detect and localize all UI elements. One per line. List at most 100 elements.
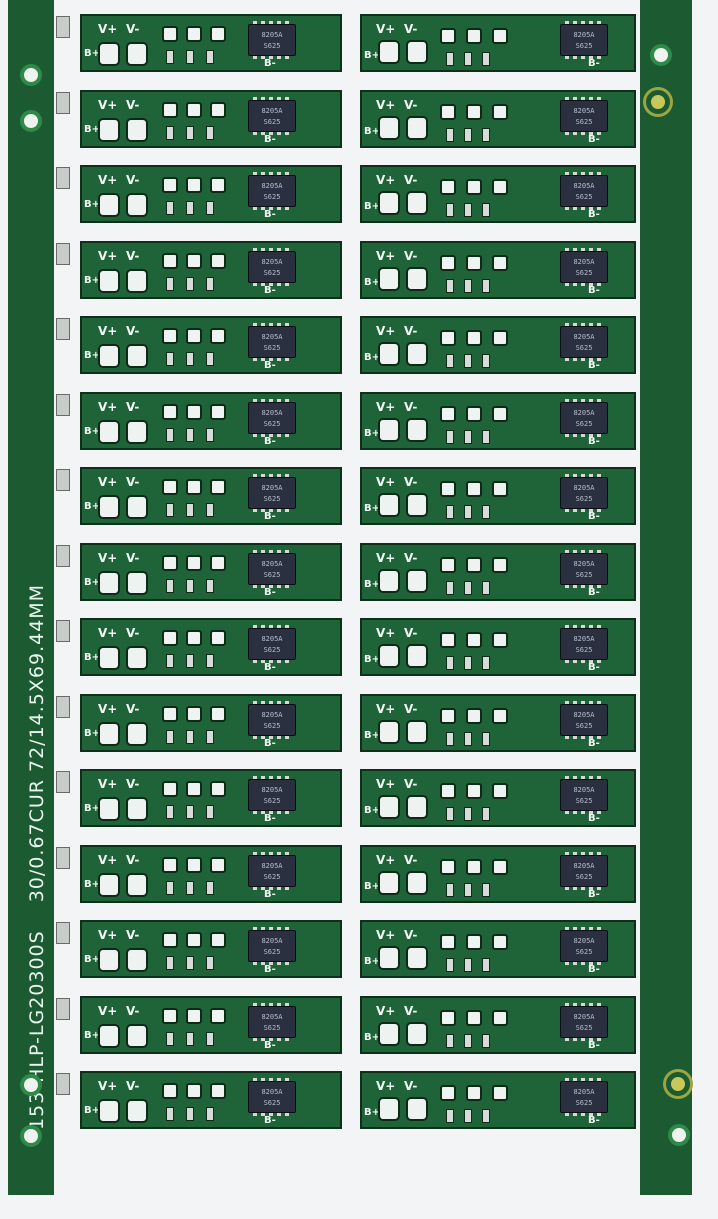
smd-pad [466,783,482,799]
vplus-pad [98,419,120,444]
smd-pad [186,252,202,269]
chip-marking-line1: 8205A [573,786,595,794]
vplus-pad [378,946,400,970]
smd-pad [440,934,456,950]
smd-capacitor [206,276,214,291]
smd-resistor [186,805,194,819]
smd-pad [186,856,202,873]
vplus-pad [98,948,120,972]
vminus-label: V- [126,701,140,716]
mosfet-chip: 8205A S625 [248,625,296,663]
breakaway-tab [56,167,70,189]
mosfet-chip: 8205A S625 [560,172,608,210]
protection-board-left: V+ V- B+ 8205A S625 B- [80,165,342,223]
chip-marking-line2: S625 [263,721,281,730]
right-panel-rail [640,0,692,1195]
smd-pad [440,707,456,724]
chip-marking-line2: S625 [263,268,281,277]
bminus-label: B- [588,58,600,69]
chip-marking-line2: S625 [263,872,281,881]
smd-resistor [166,276,174,291]
protection-board-left: V+ V- B+ 8205A S625 B- [80,995,342,1054]
chip-marking-line1: 8205A [573,710,595,719]
bminus-label: B- [264,737,276,749]
left-panel-rail: 153-HLP-LG20300S30/0.67CUR 72/14.5X69.44… [8,0,54,1195]
mosfet-chip: 8205A S625 [248,21,296,59]
smd-pad [210,781,226,797]
bminus-label: B- [588,435,600,447]
vplus-label: V+ [98,1003,118,1018]
smd-pad [492,556,508,573]
protection-board-left: V+ V- B+ 8205A S625 B- [80,769,342,827]
tooling-hole [668,1124,690,1146]
breakaway-tab [56,922,70,944]
bminus-label: B- [588,662,600,673]
vplus-label: V+ [98,928,118,942]
bminus-label: B- [264,964,276,975]
chip-marking-line2: S625 [575,872,593,881]
smd-resistor [166,125,174,140]
smd-capacitor [482,1033,490,1048]
mosfet-chip: 8205A S625 [560,927,608,965]
smd-pad [210,856,226,873]
vminus-label: V- [126,777,140,791]
tooling-hole [20,110,42,132]
bminus-label: B- [264,813,276,824]
vplus-label: V+ [98,248,118,263]
smd-pad [210,328,226,344]
smd-resistor [464,52,472,66]
chip-marking-line1: 8205A [261,937,283,945]
smd-pad [210,932,226,948]
vplus-label: V+ [98,550,118,565]
mosfet-chip: 8205A S625 [560,1078,608,1116]
smd-resistor [186,503,194,517]
rail-spec-text: 30/0.67CUR 72/14.5X69.44MM [26,583,48,903]
smd-resistor [464,278,472,293]
smd-resistor [464,731,472,746]
smd-pad [162,26,178,42]
vminus-label: V- [404,324,418,338]
chip-marking-line1: 8205A [261,333,283,341]
vminus-pad [406,266,428,291]
vminus-pad [406,719,428,744]
mosfet-chip: 8205A S625 [560,398,608,437]
chip-marking-line2: S625 [263,193,281,201]
smd-pad [466,707,482,724]
bplus-label: B+ [364,729,381,741]
chip-marking-line2: S625 [575,495,593,503]
smd-resistor [446,1033,454,1048]
smd-pad [186,177,202,193]
pcb-strip-row: V+ V- B+ 8205A S625 B- V+ V- B+ [54,841,640,905]
bplus-label: B+ [364,1031,381,1043]
bplus-label: B+ [364,276,381,288]
vminus-pad [406,644,428,668]
bplus-label: B+ [84,501,101,512]
vminus-label: V- [404,626,418,640]
protection-board-left: V+ V- B+ 8205A S625 B- [80,1071,342,1129]
smd-pad [440,1085,456,1101]
smd-capacitor [482,127,490,142]
chip-marking-line2: S625 [263,419,281,428]
pcb-strip-row: V+ V- B+ 8205A S625 B- V+ V- B+ [54,161,640,225]
smd-capacitor [206,729,214,744]
vplus-label: V+ [376,550,396,565]
smd-pad [440,28,456,44]
vminus-pad [126,1023,148,1048]
vminus-label: V- [126,928,140,942]
vplus-pad [378,342,400,366]
vplus-pad [98,193,120,217]
vminus-pad [406,870,428,895]
vminus-label: V- [404,852,418,867]
chip-marking-line2: S625 [575,948,593,956]
protection-board-right: V+ V- B+ 8205A S625 B- [360,542,636,601]
smd-resistor [446,656,454,670]
smd-pad [492,103,508,120]
bplus-label: B+ [84,199,101,210]
chip-marking-line1: 8205A [573,333,595,341]
smd-pad [186,479,202,495]
chip-marking-line2: S625 [263,797,281,805]
vminus-pad [406,417,428,442]
vplus-label: V+ [98,173,118,187]
chip-marking-line1: 8205A [573,861,595,870]
bminus-label: B- [588,209,600,220]
